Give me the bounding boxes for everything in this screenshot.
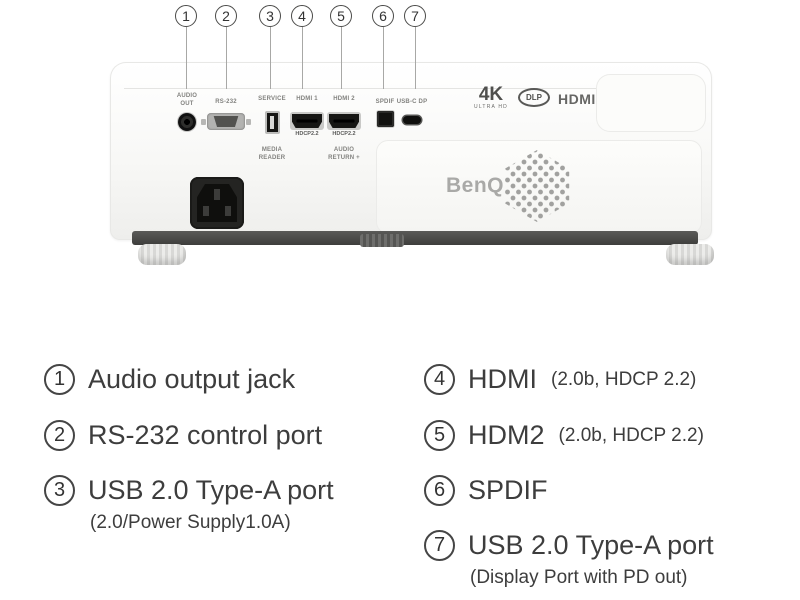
rs232-label: RS-232 — [215, 99, 237, 105]
hdmi2-port — [329, 114, 359, 128]
legend-num-7: 7 — [424, 530, 455, 561]
callout-3: 3 — [259, 5, 281, 27]
center-adjustable-foot — [360, 234, 404, 247]
legend-item-2: 2 RS-232 control port — [44, 420, 322, 451]
panel-seam — [124, 88, 698, 89]
rs232-screw-left — [201, 119, 206, 125]
rs232-screw-right — [246, 119, 251, 125]
legend-item-3: 3 USB 2.0 Type-A port — [44, 475, 334, 506]
legend-text-1: Audio output jack — [88, 364, 296, 394]
legend-num-6: 6 — [424, 475, 455, 506]
legend-text-4: HDMI — [468, 364, 537, 394]
callout-line-7 — [415, 27, 416, 89]
callout-5: 5 — [330, 5, 352, 27]
callout-line-3 — [270, 27, 271, 89]
4k-logo-subtext: ULTRA HD — [474, 104, 508, 110]
callout-line-2 — [226, 27, 227, 89]
power-pin-left — [203, 206, 209, 216]
legend-num-2: 2 — [44, 420, 75, 451]
callout-2: 2 — [215, 5, 237, 27]
legend-text-7: USB 2.0 Type-A port — [468, 530, 714, 560]
spdif-label: SPDIF — [375, 99, 395, 105]
hdmi2-hdcp-tag: HDCP2.2 — [332, 131, 356, 137]
audio-out-label: AUDIO OUT — [176, 93, 198, 107]
legend-item-6: 6 SPDIF — [424, 475, 548, 506]
hdmi-logo: HDMI — [558, 91, 596, 107]
legend-sub-3: (2.0/Power Supply1.0A) — [90, 512, 291, 533]
audio-return-label: AUDIO RETURN + — [328, 147, 360, 161]
callout-line-6 — [383, 27, 384, 89]
dlp-logo: DLP — [518, 88, 550, 107]
hdmi1-port — [292, 114, 322, 128]
4k-logo-text: 4K — [478, 84, 504, 105]
spdif-port — [377, 111, 394, 127]
legend-text-5: HDM2 — [468, 420, 545, 450]
callout-line-4 — [302, 27, 303, 89]
legend-text-3: USB 2.0 Type-A port — [88, 475, 334, 505]
hdmi1-label: HDMI 1 — [296, 96, 318, 102]
callout-4: 4 — [291, 5, 313, 27]
audio-jack-port — [178, 113, 196, 131]
power-pin-top — [214, 189, 220, 200]
callout-line-5 — [341, 27, 342, 89]
hdmi1-hdcp-tag: HDCP2.2 — [295, 131, 319, 137]
legend-num-5: 5 — [424, 420, 455, 451]
legend-num-4: 4 — [424, 364, 455, 395]
top-right-notch — [596, 74, 706, 132]
legend-text-6: SPDIF — [468, 475, 548, 505]
hdmi2-label: HDMI 2 — [333, 96, 355, 102]
legend-item-1: 1 Audio output jack — [44, 364, 295, 395]
legend-sub-7: (Display Port with PD out) — [470, 567, 688, 588]
usbc-port — [403, 116, 421, 124]
legend-item-5: 5 HDM2 (2.0b, HDCP 2.2) — [424, 420, 704, 451]
legend-item-4: 4 HDMI (2.0b, HDCP 2.2) — [424, 364, 696, 395]
callout-1: 1 — [175, 5, 197, 27]
legend-text-2: RS-232 control port — [88, 420, 323, 450]
usb-service-tongue — [270, 116, 274, 129]
usbc-label: USB-C DP — [396, 99, 428, 105]
4k-logo: 4K ULTRA HD — [470, 85, 512, 110]
callout-7: 7 — [404, 5, 426, 27]
benq-logo: BenQ — [446, 174, 505, 197]
callout-line-1 — [186, 27, 187, 89]
callout-6: 6 — [372, 5, 394, 27]
legend-note-5: (2.0b, HDCP 2.2) — [558, 424, 704, 446]
right-foot — [666, 244, 714, 265]
legend-note-4: (2.0b, HDCP 2.2) — [551, 368, 697, 390]
media-reader-label: MEDIA READER — [258, 147, 286, 161]
legend-num-3: 3 — [44, 475, 75, 506]
power-pin-right — [225, 206, 231, 216]
left-foot — [138, 244, 186, 265]
service-label: SERVICE — [258, 96, 286, 102]
legend-num-1: 1 — [44, 364, 75, 395]
legend-item-7: 7 USB 2.0 Type-A port — [424, 530, 714, 561]
rs232-port-inner — [213, 116, 239, 127]
bottom-vent-strip — [132, 231, 698, 245]
